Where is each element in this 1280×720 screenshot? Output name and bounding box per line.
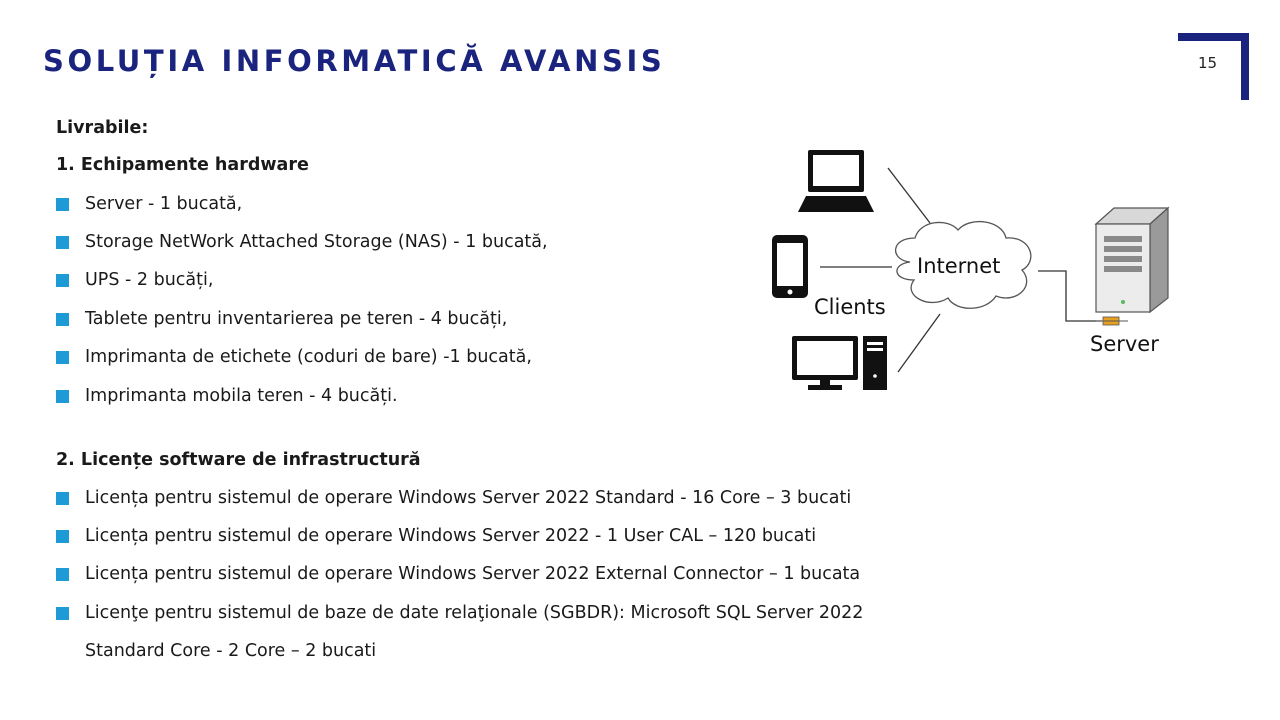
- list-item-text: Server - 1 bucată,: [85, 194, 243, 214]
- section-heading-hardware: 1. Echipamente hardware: [56, 155, 309, 175]
- internet-label: Internet: [917, 254, 1000, 278]
- laptop-icon: [798, 150, 874, 212]
- bullet-icon: [56, 607, 69, 620]
- list-item-text: Licenţe pentru sistemul de baze de date …: [85, 603, 864, 623]
- network-diagram: Internet Clients Server: [770, 140, 1190, 400]
- list-item-text: Licența pentru sistemul de operare Windo…: [85, 488, 852, 508]
- clients-label: Clients: [814, 295, 886, 319]
- list-item-continuation: Standard Core - 2 Core – 2 bucati: [85, 641, 377, 661]
- page-number: 15: [1198, 54, 1218, 72]
- bullet-icon: [56, 492, 69, 505]
- server-label: Server: [1090, 332, 1159, 356]
- list-item-text: Licența pentru sistemul de operare Windo…: [85, 564, 861, 584]
- corner-decoration: [1178, 33, 1249, 100]
- list-item-text: Imprimanta mobila teren - 4 bucăți.: [85, 386, 398, 406]
- smartphone-icon: [772, 235, 808, 298]
- list-item-text: UPS - 2 bucăți,: [85, 270, 214, 290]
- bullet-icon: [56, 198, 69, 211]
- deliverables-label: Livrabile:: [56, 118, 149, 138]
- bullet-icon: [56, 390, 69, 403]
- bullet-icon: [56, 313, 69, 326]
- list-item-text: Licența pentru sistemul de operare Windo…: [85, 526, 817, 546]
- bullet-icon: [56, 351, 69, 364]
- bullet-icon: [56, 568, 69, 581]
- bullet-icon: [56, 274, 69, 287]
- bullet-icon: [56, 530, 69, 543]
- cloud-icon: [894, 220, 1032, 309]
- slide-title: SOLUȚIA INFORMATICĂ AVANSIS: [43, 44, 666, 78]
- connector-lines: [820, 167, 1102, 373]
- bullet-icon: [56, 236, 69, 249]
- list-item-text: Tablete pentru inventarierea pe teren - …: [85, 309, 508, 329]
- desktop-computer-icon: [792, 336, 887, 390]
- server-icon: [1094, 206, 1170, 326]
- list-item-text: Storage NetWork Attached Storage (NAS) -…: [85, 232, 548, 252]
- list-item-text: Imprimanta de etichete (coduri de bare) …: [85, 347, 532, 367]
- section-heading-software: 2. Licențe software de infrastructură: [56, 450, 421, 470]
